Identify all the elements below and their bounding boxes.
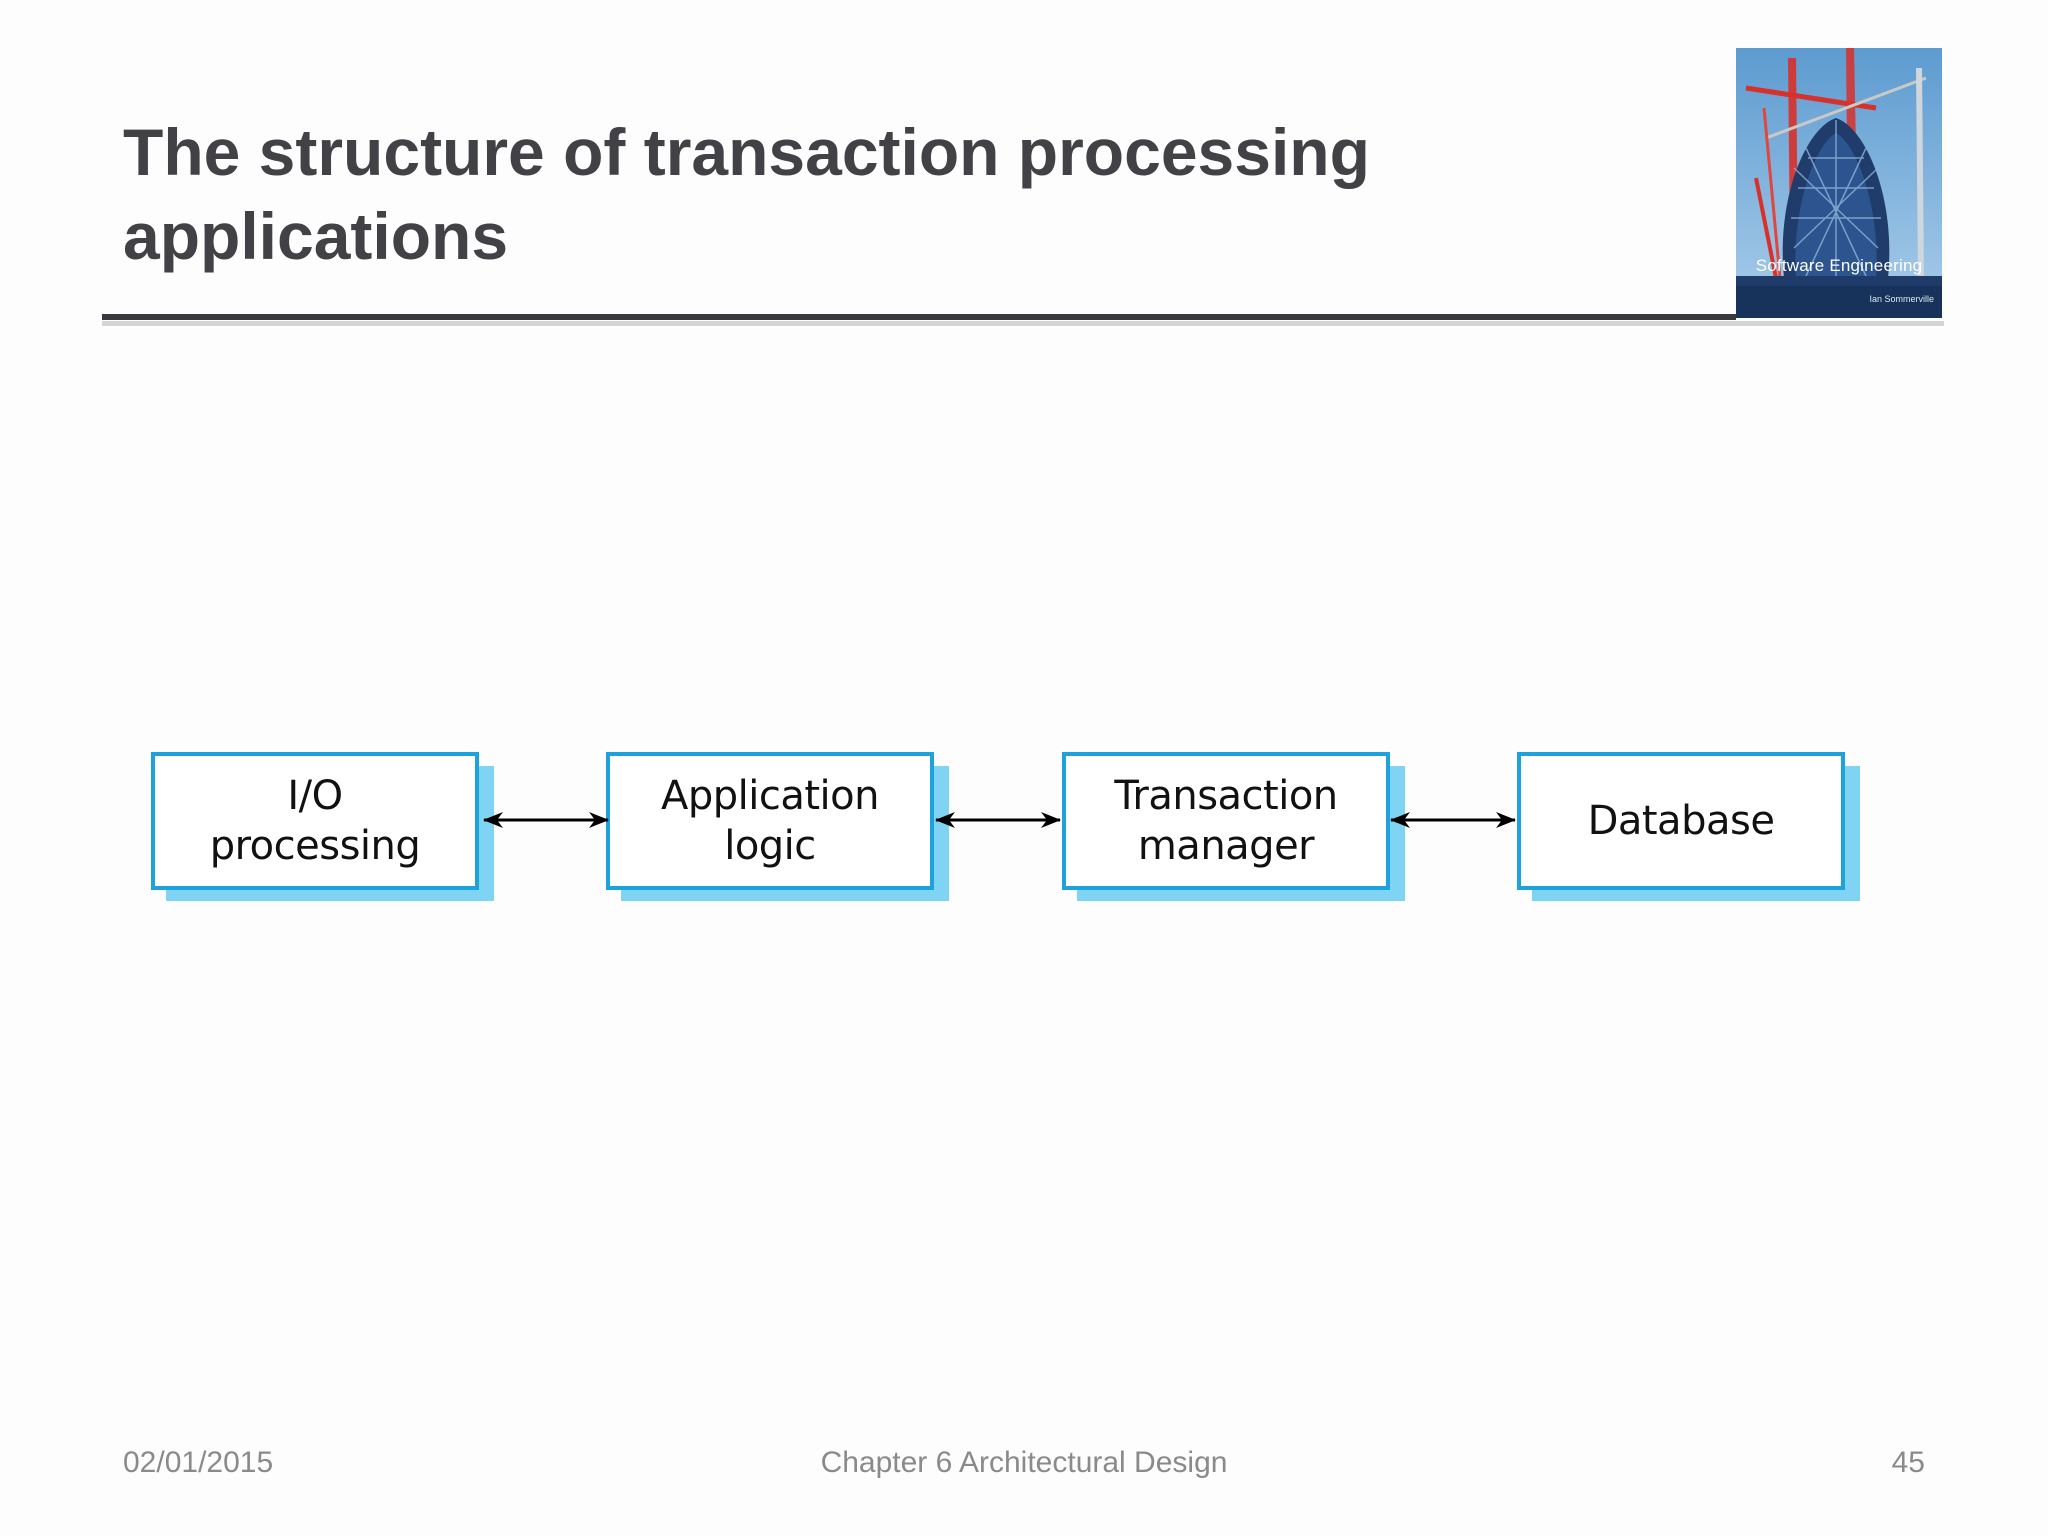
cover-author: Ian Sommerville [1869,294,1934,304]
slide-title-line-1: The structure of transaction processing [123,115,1370,189]
footer-page-number: 45 [1891,1446,1925,1479]
box-label-line: Transaction [1114,773,1338,819]
slide-title-line-2: applications [123,199,509,273]
box-label-database: Database [1520,755,1842,887]
box-label-line: processing [209,823,421,869]
title-rule-shadow [102,321,1944,326]
box-label-line: manager [1137,823,1315,869]
box-label-application-logic: Application logic [609,755,931,887]
box-label-io-processing: I/O processing [154,755,476,887]
slide-title: The structure of transaction processing … [123,110,1643,278]
footer-date: 02/01/2015 [123,1446,274,1479]
title-rule [102,314,1736,320]
book-cover-illustration [1736,48,1942,318]
cover-title: Software Engineering [1755,256,1923,275]
box-io-processing [151,752,479,890]
box-label-line: Application [661,773,880,819]
box-label-line: logic [724,823,816,869]
footer-chapter: Chapter 6 Architectural Design [820,1446,1228,1479]
box-label-transaction-manager: Transaction manager [1065,755,1387,887]
box-application-logic [606,752,934,890]
box-label-line: Database [1587,798,1775,844]
box-transaction-manager [1062,752,1390,890]
book-cover-image: Software Engineering Ian Sommerville [1736,48,1942,318]
box-label-line: I/O [287,773,343,819]
box-database [1517,752,1845,890]
